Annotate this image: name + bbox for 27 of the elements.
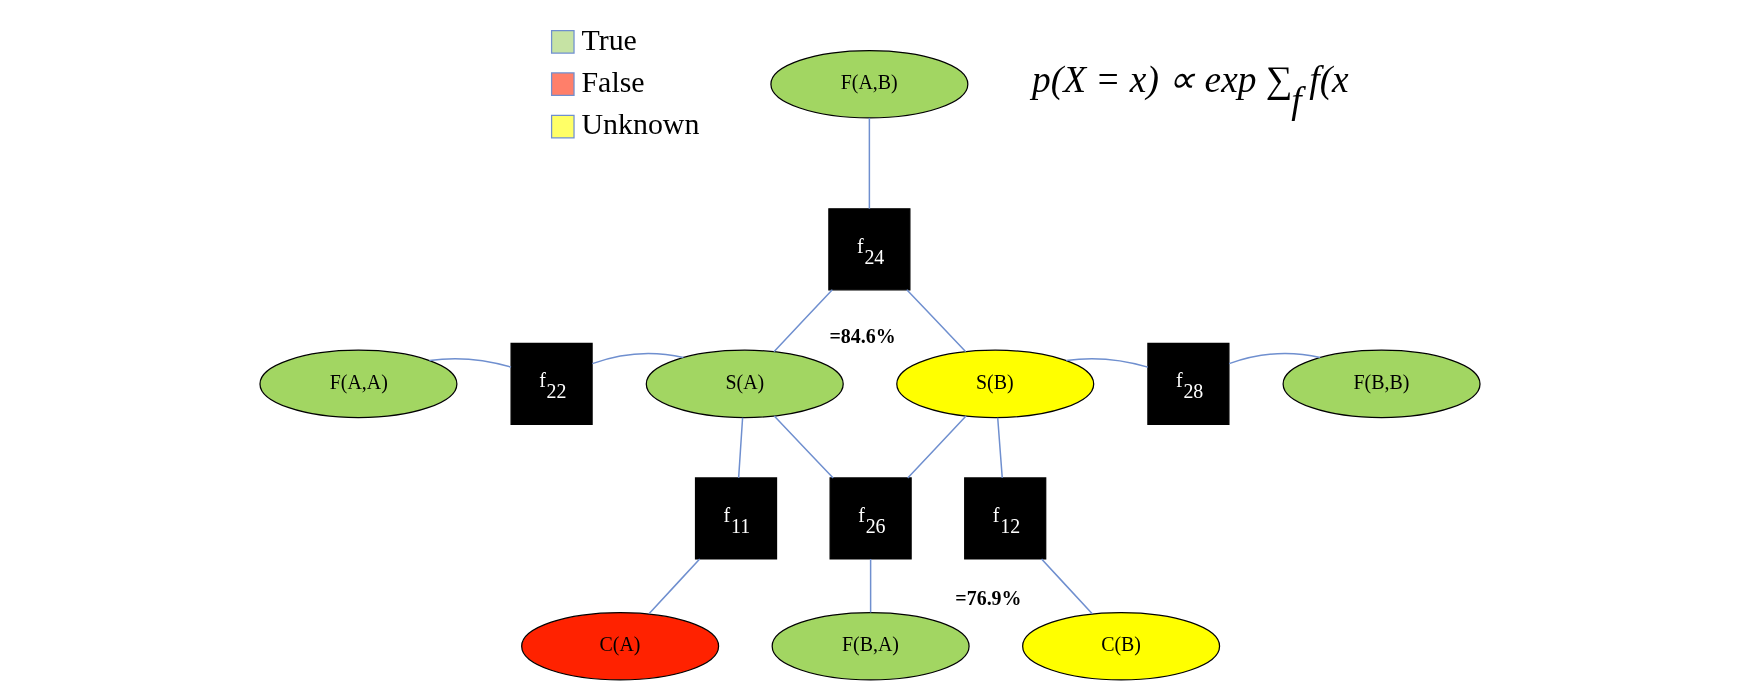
legend-label: True — [581, 22, 637, 56]
connector — [428, 357, 512, 368]
connector — [869, 558, 871, 614]
legend-label: Unknown — [581, 107, 699, 141]
node-ellipse: F(B,B) — [1282, 349, 1481, 419]
node-ellipse: F(A,A) — [258, 349, 457, 419]
connector — [868, 117, 870, 210]
connector — [737, 417, 743, 479]
node-ellipse: F(A,B) — [769, 49, 968, 119]
node-ellipse: C(B) — [1021, 611, 1220, 681]
connector — [1064, 357, 1149, 368]
legend-label: False — [581, 64, 645, 98]
connector — [1040, 558, 1093, 615]
node-ellipse: C(A) — [520, 611, 719, 681]
node-ellipse: S(B) — [895, 349, 1094, 419]
connector — [1227, 352, 1321, 365]
node-label: =76.9% — [954, 586, 1022, 609]
connector — [773, 415, 834, 479]
node-label: =84.6% — [829, 324, 896, 347]
connector — [772, 289, 833, 353]
connector — [906, 415, 967, 479]
connector — [996, 417, 1003, 479]
connector — [591, 352, 684, 365]
connector — [647, 558, 700, 615]
node-ellipse: S(A) — [645, 349, 844, 419]
connector — [905, 289, 966, 353]
node-ellipse: F(B,A) — [771, 611, 970, 681]
